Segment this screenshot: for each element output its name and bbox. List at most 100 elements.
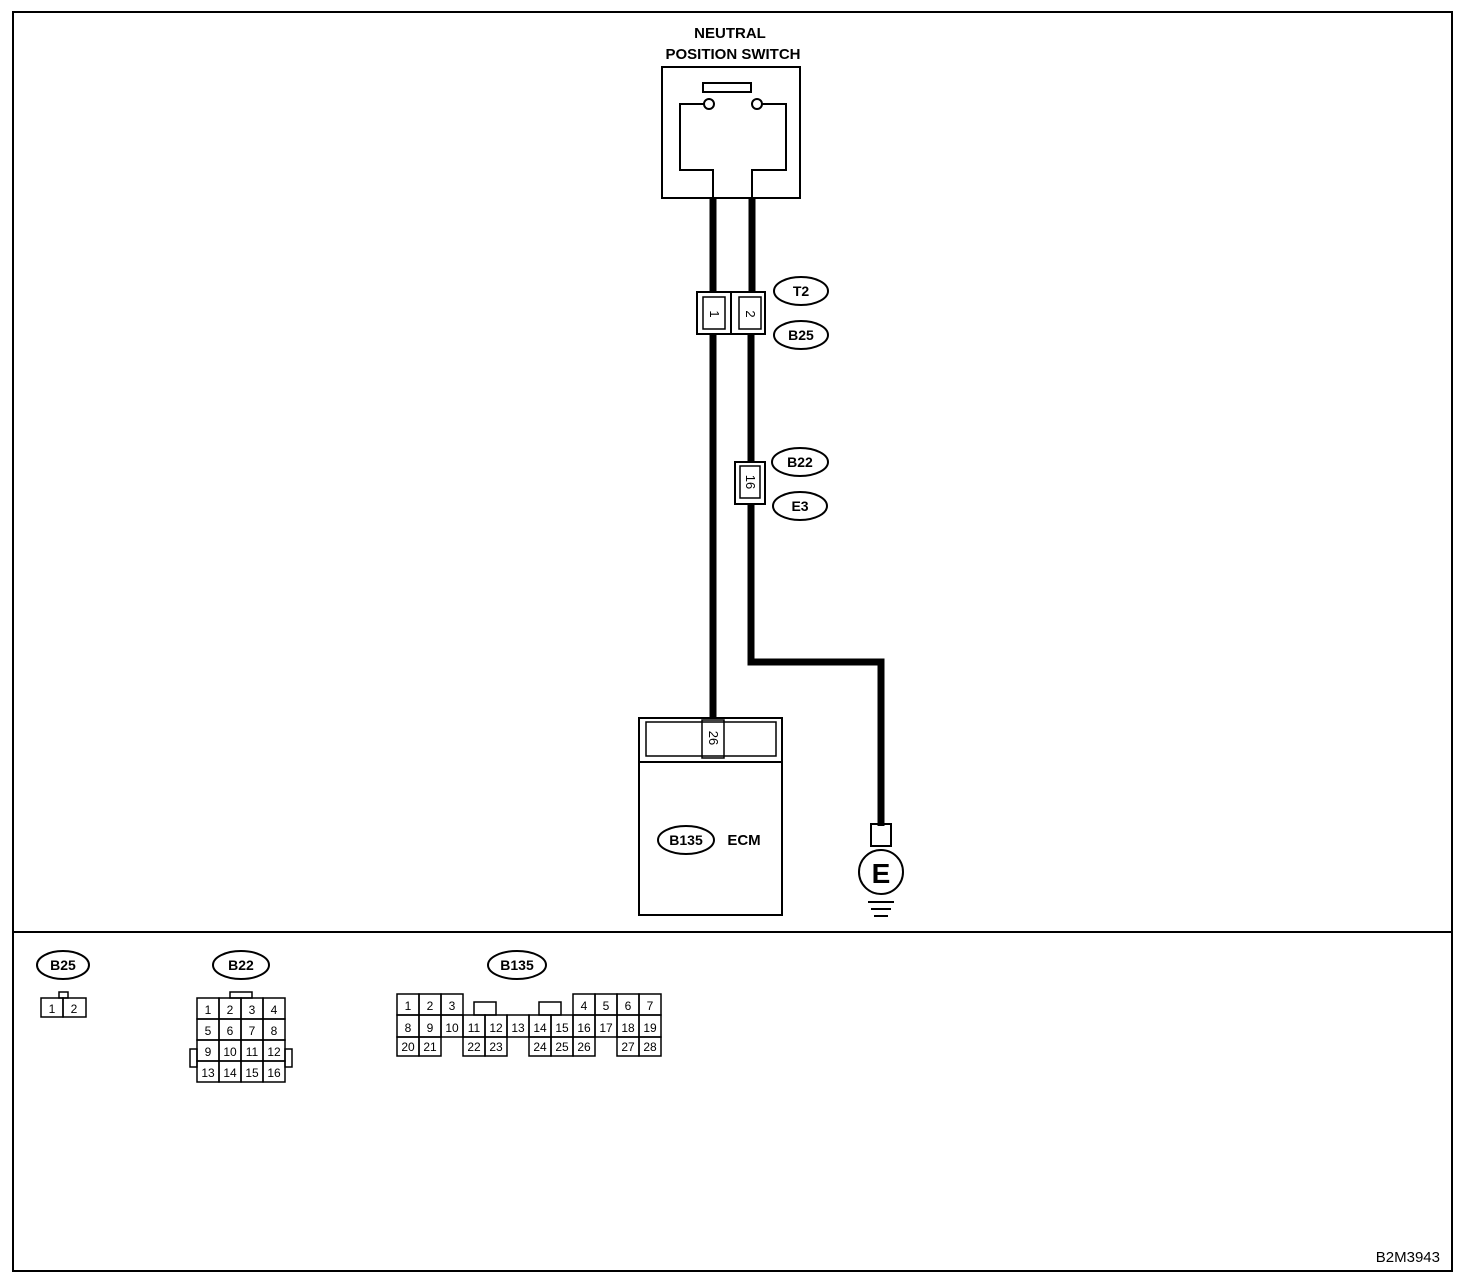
face-b135-label: B135: [500, 957, 534, 973]
face-b22-pin: 2: [227, 1003, 234, 1017]
face-b22-badge: [212, 950, 270, 980]
badge-e3: [772, 491, 828, 521]
badge-b135: [657, 825, 715, 855]
face-b135-pin: 3: [449, 999, 456, 1013]
face-b135-pin: 25: [555, 1040, 569, 1054]
badge-b135-label: B135: [669, 832, 703, 848]
ecm-connector: [645, 721, 777, 757]
face-b135-latch: [473, 1001, 497, 1016]
face-b22-pin: 7: [249, 1024, 256, 1038]
face-b135-pin: 9: [427, 1021, 434, 1035]
switch-contact-left: [703, 98, 715, 110]
switch-contact-right: [751, 98, 763, 110]
badge-b25-label: B25: [788, 327, 814, 343]
face-b25-latch: [58, 991, 69, 999]
ecm-unit: 26 B135 ECM: [638, 717, 783, 916]
switch-internal-right: [751, 103, 787, 198]
figure-code: B2M3943: [1376, 1249, 1440, 1266]
face-b22-pin: 16: [267, 1066, 281, 1080]
face-b135-cell: [572, 1036, 596, 1057]
face-b25: B25 1 2: [36, 950, 90, 1018]
ground-symbol: E: [858, 823, 904, 917]
face-b135-pin: 20: [401, 1040, 415, 1054]
face-b25-label: B25: [50, 957, 76, 973]
face-b22-pin: 13: [201, 1066, 215, 1080]
face-b135-cell: [484, 1036, 508, 1057]
face-b25-pin: 2: [71, 1002, 78, 1016]
face-b22-pin: 10: [223, 1045, 237, 1059]
face-b22-pin: 1: [205, 1003, 212, 1017]
face-b135-pin: 12: [489, 1021, 503, 1035]
face-b135-pin: 19: [643, 1021, 657, 1035]
ground-terminal: [870, 823, 892, 847]
ecm-label: ECM: [727, 832, 760, 849]
face-b25-cell: [62, 997, 87, 1018]
face-b135-pin: 14: [533, 1021, 547, 1035]
face-b22-pin: 11: [246, 1045, 259, 1059]
face-b135-pin: 7: [647, 999, 654, 1013]
face-b135-pin: 1: [405, 999, 412, 1013]
face-b135-pin: 18: [621, 1021, 635, 1035]
connector-pin16-cell: [739, 465, 761, 499]
wires: [709, 198, 885, 826]
face-b135-pin: 8: [405, 1021, 412, 1035]
diagram-frame: [12, 11, 1453, 1272]
face-b135-cell: [638, 1036, 662, 1057]
face-b135-pin: 17: [599, 1021, 613, 1035]
connector-b22-e3: 16: [734, 461, 766, 505]
connector-b22-e3-body: [734, 461, 766, 505]
badge-t2-label: T2: [793, 283, 810, 299]
badge-b25: [773, 320, 829, 350]
pin-label-2: 2: [743, 310, 758, 317]
pin-label-26: 26: [706, 731, 721, 745]
face-b22-pin: 15: [245, 1066, 259, 1080]
face-b25-pin: 1: [49, 1002, 56, 1016]
switch-title-line2: POSITION SWITCH: [666, 46, 801, 63]
face-b135-pin: 2: [427, 999, 434, 1013]
face-b25-badge: [36, 950, 90, 980]
face-b135-pin: 28: [643, 1040, 657, 1054]
face-b135-pin: 15: [555, 1021, 569, 1035]
connector-t2-b25: 1 2: [696, 291, 766, 335]
ecm-pin26-cell: [701, 719, 725, 759]
face-b22-side-latch: [189, 1048, 198, 1068]
badge-e3-label: E3: [791, 498, 808, 514]
face-b22-cell: [262, 1060, 286, 1083]
face-b135-pin: 6: [625, 999, 632, 1013]
face-b22-side-latch: [284, 1048, 293, 1068]
connector-pin2-cell: [738, 296, 762, 330]
face-b135-cell: [418, 1036, 442, 1057]
face-b22-pin: 5: [205, 1024, 212, 1038]
face-b135-pin: 21: [423, 1040, 437, 1054]
face-b135-pin: 13: [511, 1021, 525, 1035]
face-b135-pin: 24: [533, 1040, 547, 1054]
face-b22-pin: 12: [267, 1045, 281, 1059]
face-b135-pin: 11: [468, 1021, 481, 1035]
face-b22-label: B22: [228, 957, 254, 973]
face-b135-pin: 22: [467, 1040, 481, 1054]
face-b135-pin: 10: [445, 1021, 459, 1035]
switch-contact-bar: [702, 82, 752, 93]
switch-title-line1: NEUTRAL: [694, 25, 766, 42]
face-b135-pin: 4: [581, 999, 588, 1013]
neutral-position-switch: NEUTRAL POSITION SWITCH: [661, 25, 801, 199]
switch-internal-left: [679, 103, 714, 198]
face-b135-pin: 5: [603, 999, 610, 1013]
face-b22-pin: 8: [271, 1024, 278, 1038]
face-b22-pin: 9: [205, 1045, 212, 1059]
switch-housing: [661, 66, 801, 199]
face-b22-latch: [229, 991, 253, 999]
face-b22-pin: 4: [271, 1003, 278, 1017]
face-b22-pin: 14: [223, 1066, 237, 1080]
face-b135-pin: 23: [489, 1040, 503, 1054]
face-b135-pin: 27: [621, 1040, 635, 1054]
face-b135-pin: 26: [577, 1040, 591, 1054]
badge-b22: [771, 447, 829, 477]
face-b22-pin: 3: [249, 1003, 256, 1017]
ground-label: E: [872, 858, 891, 889]
wire-to-ground: [747, 504, 885, 826]
ecm-housing: [638, 717, 783, 916]
